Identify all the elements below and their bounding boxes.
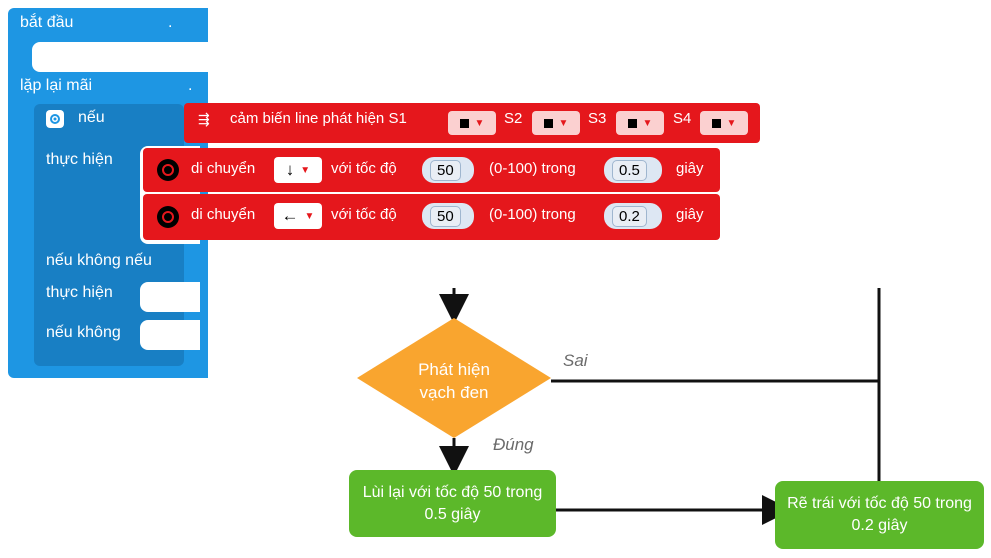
- move1-range-label: (0-100) trong: [489, 160, 576, 177]
- s2-dropdown[interactable]: ▼: [532, 111, 580, 135]
- move1-unit-label: giây: [676, 160, 704, 177]
- if-label: nếu: [78, 109, 105, 126]
- forever-loop-dot: .: [188, 77, 193, 94]
- decision-shape: [357, 318, 551, 438]
- forever-loop-label: lặp lại mãi: [20, 77, 93, 94]
- move1-speed-label: với tốc độ: [331, 160, 397, 177]
- line-sensor-label: cảm biến line phát hiện S1: [230, 110, 407, 127]
- else-label: nếu không: [46, 324, 121, 341]
- start-block-label: bắt đầu: [20, 14, 74, 31]
- s2-label: S2: [504, 110, 523, 127]
- line-sensor-icon: ⇶: [198, 111, 210, 127]
- action-true-text: Lùi lại với tốc độ 50 trong 0.5 giây: [362, 483, 543, 523]
- s1-dropdown[interactable]: ▼: [448, 111, 496, 135]
- move2-speed-input[interactable]: 50: [422, 203, 474, 229]
- arrow-left-icon: ←: [281, 206, 299, 225]
- move2-speed-label: với tốc độ: [331, 206, 397, 223]
- move1-speed-input[interactable]: 50: [422, 157, 474, 183]
- wheel-icon: [157, 159, 179, 181]
- s4-label: S4: [673, 110, 692, 127]
- action-true-box: Lùi lại với tốc độ 50 trong 0.5 giây: [349, 470, 556, 537]
- do2-label: thực hiện: [46, 284, 113, 301]
- elseif-do-slot: [140, 282, 200, 312]
- block-program: bắt đầu . lặp lại mãi . nếu thực hiện nế…: [0, 0, 760, 380]
- start-block-slot: [32, 42, 208, 72]
- s4-dropdown[interactable]: ▼: [700, 111, 748, 135]
- move2-direction-dropdown[interactable]: ←▼: [274, 203, 322, 229]
- s3-dropdown[interactable]: ▼: [616, 111, 664, 135]
- wheel-icon: [157, 206, 179, 228]
- move2-duration-input[interactable]: 0.2: [604, 203, 662, 229]
- move1-direction-dropdown[interactable]: ↓▼: [274, 157, 322, 183]
- action-false-box: Rẽ trái với tốc độ 50 trong 0.2 giây: [775, 481, 984, 549]
- action-false-text: Rẽ trái với tốc độ 50 trong 0.2 giây: [787, 495, 972, 534]
- move1-label: di chuyển: [191, 160, 256, 177]
- else-slot: [140, 320, 200, 350]
- elseif-label: nếu không nếu: [46, 252, 152, 269]
- gear-icon[interactable]: [46, 110, 64, 128]
- move1-duration-input[interactable]: 0.5: [604, 157, 662, 183]
- decision-text: Phát hiện vạch đen: [418, 360, 490, 402]
- start-block-dot: .: [168, 14, 173, 31]
- move2-label: di chuyển: [191, 206, 256, 223]
- do-label: thực hiện: [46, 151, 113, 168]
- true-label: Đúng: [493, 435, 534, 454]
- arrow-down-icon: ↓: [285, 160, 295, 179]
- false-label: Sai: [563, 351, 588, 370]
- s3-label: S3: [588, 110, 607, 127]
- move2-unit-label: giây: [676, 206, 704, 223]
- move2-range-label: (0-100) trong: [489, 206, 576, 223]
